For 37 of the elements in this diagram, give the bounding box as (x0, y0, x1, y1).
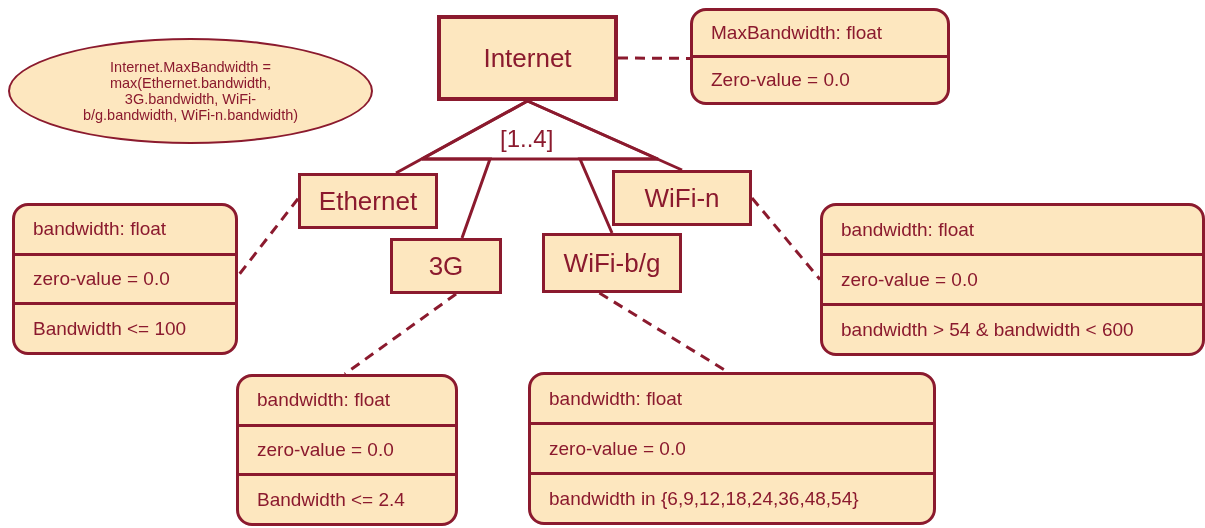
dashed-connector (618, 56, 690, 60)
dashed-connector (343, 292, 457, 376)
feature-box (542, 233, 682, 293)
attribute-text: Zero-value = 0.0 (693, 55, 947, 102)
attribute-text: bandwidth: float (548, 386, 684, 411)
attribute-box (690, 8, 950, 105)
attribute-text: zero-value = 0.0 (239, 423, 455, 474)
feature-name: Internet (483, 42, 572, 74)
connector-line (420, 99, 529, 239)
feature-box (390, 238, 502, 294)
attribute-text: zero-value = 0.0 (823, 253, 1202, 303)
feature-box (298, 173, 438, 229)
attribute-text: bandwidth in {6,9,12,18,24,36,48,54} (531, 472, 933, 522)
constraint-text: Internet.MaxBandwidth = max(Ethernet.bandwidth, 3G.bandwidth, WiFi-b/g.bandwidth, WiFi-n.bandwidth) (81, 59, 300, 123)
attribute-box (820, 203, 1205, 356)
attribute-text: MaxBandwidth: float (710, 21, 884, 45)
attribute-text: bandwidth: float (32, 217, 168, 242)
attribute-text: bandwidth > 54 & bandwidth < 600 (823, 303, 1202, 353)
feature-name: Ethernet (318, 185, 418, 217)
dashed-connector (750, 197, 822, 281)
attribute-text: bandwidth: float (840, 217, 976, 242)
feature-name: 3G (428, 250, 464, 282)
attribute-box (12, 203, 238, 355)
connector-line (526, 99, 683, 172)
attribute-text: Bandwidth <= 2.4 (239, 473, 455, 523)
attribute-text: zero-value = 0.0 (531, 422, 933, 472)
cardinality-label: [1..4] (500, 125, 554, 153)
feature-box (437, 15, 618, 101)
dashed-connector (236, 197, 300, 277)
attribute-box (236, 374, 458, 526)
feature-name: WiFi-b/g (563, 247, 661, 279)
attribute-text: bandwidth: float (256, 388, 392, 413)
feature-box (612, 170, 752, 226)
attribute-box (528, 372, 936, 525)
feature-name: WiFi-n (644, 182, 720, 214)
attribute-text: Bandwidth <= 100 (15, 302, 235, 352)
attribute-text: zero-value = 0.0 (15, 252, 235, 303)
